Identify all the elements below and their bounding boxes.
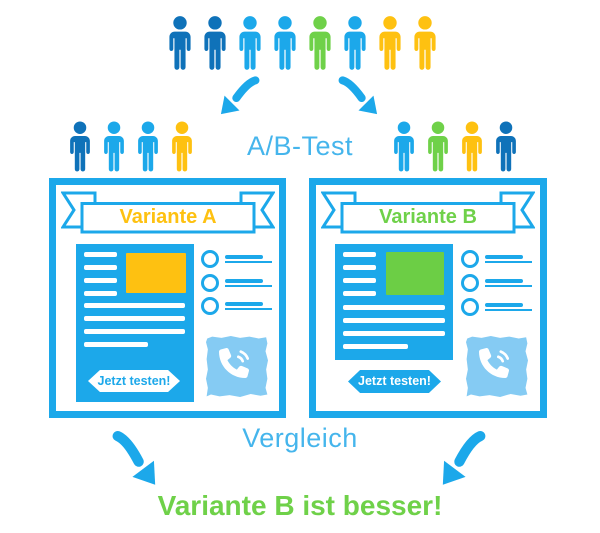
person-icon xyxy=(410,15,440,73)
bullet-item xyxy=(201,250,281,270)
text-line xyxy=(343,344,408,349)
image-placeholder xyxy=(126,253,186,293)
contact-tile xyxy=(466,336,528,397)
text-line xyxy=(343,291,376,296)
person-icon xyxy=(270,15,300,73)
text-line xyxy=(84,316,185,321)
person-icon xyxy=(168,121,196,174)
person-icon xyxy=(424,121,452,174)
bullet-item xyxy=(201,297,281,317)
text-line xyxy=(84,291,117,296)
bullet-circle-icon xyxy=(461,298,479,316)
variant-b-cta-button[interactable]: Jetzt testen! xyxy=(348,370,441,393)
text-line xyxy=(84,265,117,270)
bullet-circle-icon xyxy=(201,274,219,292)
text-line xyxy=(343,331,445,336)
person-icon xyxy=(375,15,405,73)
variant-a-page-mock: Jetzt testen! xyxy=(76,244,194,402)
ribbon-banner xyxy=(61,191,275,234)
bullet-circle-icon xyxy=(461,274,479,292)
bullet-circle-icon xyxy=(461,250,479,268)
person-icon xyxy=(340,15,370,73)
bullet-item xyxy=(461,274,541,294)
person-icon xyxy=(100,121,128,174)
text-line xyxy=(343,318,445,323)
person-icon xyxy=(165,15,195,73)
text-line xyxy=(84,329,185,334)
bullet-circle-icon xyxy=(201,250,219,268)
contact-tile xyxy=(206,336,268,397)
bullet-circle-icon xyxy=(201,297,219,315)
image-placeholder xyxy=(386,252,444,295)
text-line xyxy=(343,265,376,270)
split-arrow-left-icon xyxy=(213,76,267,120)
audience-top-row xyxy=(165,15,440,73)
result-arrow-right-icon xyxy=(432,426,496,495)
split-arrow-right-icon xyxy=(331,76,385,120)
text-line xyxy=(84,342,148,347)
bullet-item xyxy=(461,298,541,318)
result-arrow-left-icon xyxy=(102,426,166,495)
variant-a-cta-button[interactable]: Jetzt testen! xyxy=(88,370,180,392)
variant-b-page-mock xyxy=(335,244,453,360)
variant-b-card: Variante B Jetzt testen! xyxy=(309,178,547,418)
vergleich-label: Vergleich xyxy=(242,423,358,453)
person-icon xyxy=(492,121,520,174)
text-line xyxy=(343,305,445,310)
person-icon xyxy=(66,121,94,174)
text-line xyxy=(343,278,376,283)
text-line xyxy=(84,303,185,308)
bullet-item xyxy=(461,250,541,270)
person-icon xyxy=(390,121,418,174)
person-icon xyxy=(458,121,486,174)
variant-a-card: Variante A Jetzt testen! xyxy=(49,178,286,418)
audience-group-b xyxy=(390,121,520,174)
bullet-item xyxy=(201,274,281,294)
person-icon xyxy=(134,121,162,174)
variant-b-title: Variante B xyxy=(379,206,477,228)
text-line xyxy=(84,252,117,257)
ab-test-label: A/B-Test xyxy=(246,131,354,161)
person-icon xyxy=(305,15,335,73)
audience-group-a xyxy=(66,121,196,174)
variant-a-title: Variante A xyxy=(119,206,217,228)
person-icon xyxy=(200,15,230,73)
text-line xyxy=(84,278,117,283)
text-line xyxy=(343,252,376,257)
ribbon-banner xyxy=(321,191,535,234)
person-icon xyxy=(235,15,265,73)
result-text: Variante B ist besser! xyxy=(157,490,443,521)
